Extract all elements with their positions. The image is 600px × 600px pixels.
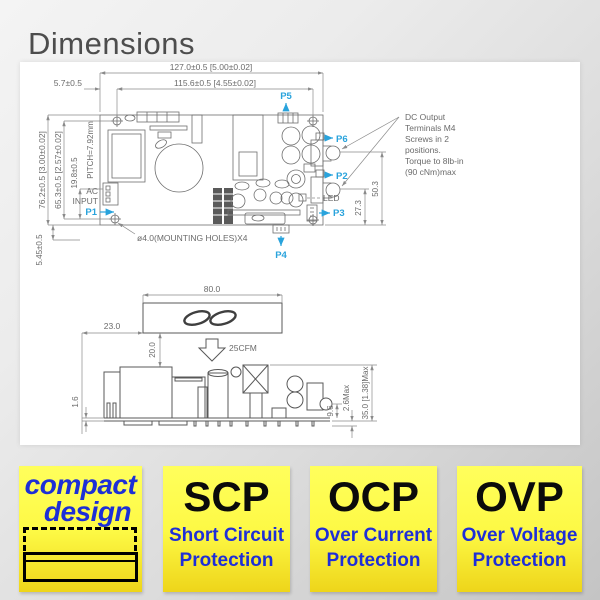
heatsink bbox=[213, 188, 233, 224]
dim-width-inner-label: 115.6±0.5 [4.55±0.02] bbox=[174, 78, 256, 88]
p2-label: P2 bbox=[336, 171, 348, 182]
dim-screw-height-label: 9.6 bbox=[326, 405, 335, 417]
pitch-label: PITCH=7.92mm bbox=[86, 121, 95, 179]
note-line1: DC Output bbox=[405, 112, 446, 122]
pcb-components bbox=[107, 111, 321, 225]
dim-height-outer-label: 76.2±0.5 [3.00±0.02] bbox=[37, 131, 47, 209]
p4-label: P4 bbox=[275, 250, 287, 261]
led-component bbox=[298, 193, 307, 202]
dim-fan-width: 80.0 bbox=[142, 284, 283, 303]
dim-fan-offset: 23.0 bbox=[81, 321, 143, 434]
ocp-caption-line2: Protection bbox=[326, 549, 421, 571]
note-line2: Terminals M4 bbox=[405, 123, 456, 133]
dc-terminals bbox=[310, 132, 341, 204]
dim-fan-gap-label: 20.0 bbox=[148, 342, 157, 358]
ac-input-connector bbox=[102, 182, 119, 206]
fan-outline bbox=[142, 302, 283, 334]
badge-ocp: OCP Over Current Protection bbox=[310, 466, 437, 592]
top-view: 127.0±0.5 [5.00±0.02] 115.6±0.5 [4.55±0.… bbox=[35, 62, 464, 266]
badge-compact-design: compact design bbox=[19, 466, 142, 592]
dim-fan-offset-label: 23.0 bbox=[104, 321, 121, 331]
dim-width-inner: 115.6±0.5 [4.55±0.02] bbox=[116, 78, 314, 117]
dim-pcb-thickness-label: 1.6 bbox=[71, 396, 80, 408]
mounting-note-label: ø4.0(MOUNTING HOLES)X4 bbox=[137, 233, 248, 243]
page-title: Dimensions bbox=[28, 26, 195, 61]
dim-fan-width-label: 80.0 bbox=[204, 284, 221, 294]
p6-label: P6 bbox=[336, 134, 348, 145]
p3-label: P3 bbox=[333, 208, 345, 219]
note-line4: positions. bbox=[405, 145, 441, 155]
pcb-outline bbox=[99, 114, 324, 226]
dim-pin-max-label: 2.6Max bbox=[342, 385, 351, 411]
dim-height-max-label: 35.0 [1.38]Max bbox=[361, 367, 370, 420]
dim-height-inner: 65.3±0.5 [2.57±0.02] bbox=[53, 120, 112, 220]
ac-label-2: INPUT bbox=[73, 196, 99, 206]
dim-pcb-thickness: 1.6 bbox=[71, 396, 104, 432]
side-board bbox=[103, 364, 333, 427]
p1-label: P1 bbox=[85, 207, 97, 218]
p5-label: P5 bbox=[280, 91, 292, 102]
ocp-acronym: OCP bbox=[327, 473, 419, 520]
p4-connector bbox=[272, 224, 290, 234]
ac-label-1: AC bbox=[86, 186, 98, 196]
dim-height-max: 35.0 [1.38]Max bbox=[270, 364, 377, 422]
dim-screw-height: 9.6 bbox=[326, 403, 342, 418]
dim-width-outer-label: 127.0±0.5 [5.00±0.02] bbox=[170, 62, 253, 72]
ovp-caption-line1: Over Voltage bbox=[461, 525, 578, 547]
side-view: 80.0 23.0 20.0 25CFM bbox=[71, 284, 377, 438]
mounting-note: ø4.0(MOUNTING HOLES)X4 bbox=[117, 222, 248, 243]
port-labels: P1 P5 P6 P2 P3 P4 bbox=[85, 91, 347, 261]
dim-right-inner-label: 27.3 bbox=[354, 200, 363, 216]
dc-output-note: DC Output Terminals M4 Screws in 2 posit… bbox=[341, 112, 464, 187]
dim-bottom-offset: 5.45±0.5 bbox=[35, 225, 80, 266]
dimension-drawing: 127.0±0.5 [5.00±0.02] 115.6±0.5 [4.55±0.… bbox=[35, 62, 464, 438]
dim-ac-offset: 19.8±0.5 bbox=[70, 157, 103, 219]
badge-ovp: OVP Over Voltage Protection bbox=[457, 466, 582, 592]
compact-outline-dashed bbox=[23, 527, 137, 551]
airflow-arrow-icon bbox=[197, 338, 227, 362]
note-line3: Screws in 2 bbox=[405, 134, 449, 144]
fan-symbol bbox=[183, 310, 237, 326]
scp-acronym: SCP bbox=[183, 473, 270, 520]
badge-scp: SCP Short Circuit Protection bbox=[163, 466, 290, 592]
note-line5: Torque to 8lb-in bbox=[405, 156, 464, 166]
dim-height-inner-label: 65.3±0.5 [2.57±0.02] bbox=[53, 131, 63, 209]
scp-caption-line2: Protection bbox=[179, 549, 274, 571]
airflow-label: 25CFM bbox=[229, 343, 257, 353]
ocp-caption-line1: Over Current bbox=[314, 525, 433, 547]
dim-ac-offset-label: 19.8±0.5 bbox=[70, 157, 79, 189]
dim-width-outer: 127.0±0.5 [5.00±0.02] bbox=[99, 62, 324, 112]
led-label: LED bbox=[323, 193, 340, 203]
scp-caption-line1: Short Circuit bbox=[168, 525, 285, 547]
compact-design-line1: compact bbox=[24, 469, 137, 500]
compact-design-line2: design bbox=[43, 495, 132, 527]
dim-height-outer: 76.2±0.5 [3.00±0.02] bbox=[37, 114, 100, 226]
dim-bottom-offset-label: 5.45±0.5 bbox=[35, 234, 44, 266]
dim-offset-left: 5.7±0.5 bbox=[54, 78, 100, 91]
note-line6: (90 cNm)max bbox=[405, 167, 457, 177]
scp-caption: Short Circuit Protection bbox=[163, 524, 290, 573]
compact-outline-solid bbox=[23, 552, 138, 582]
dim-pin-max: 2.6Max bbox=[332, 385, 357, 438]
p3-connector bbox=[306, 204, 318, 222]
dim-right-outer-label: 50.3 bbox=[371, 181, 380, 197]
dim-fan-gap: 20.0 bbox=[148, 333, 168, 368]
drawing-panel: 127.0±0.5 [5.00±0.02] 115.6±0.5 [4.55±0.… bbox=[20, 62, 580, 445]
dim-offset-left-label: 5.7±0.5 bbox=[54, 78, 83, 88]
dim-right: 27.3 50.3 bbox=[325, 151, 386, 226]
ovp-acronym: OVP bbox=[475, 473, 564, 520]
ovp-caption-line2: Protection bbox=[472, 549, 567, 571]
ocp-caption: Over Current Protection bbox=[310, 524, 437, 573]
ovp-caption: Over Voltage Protection bbox=[457, 524, 582, 573]
